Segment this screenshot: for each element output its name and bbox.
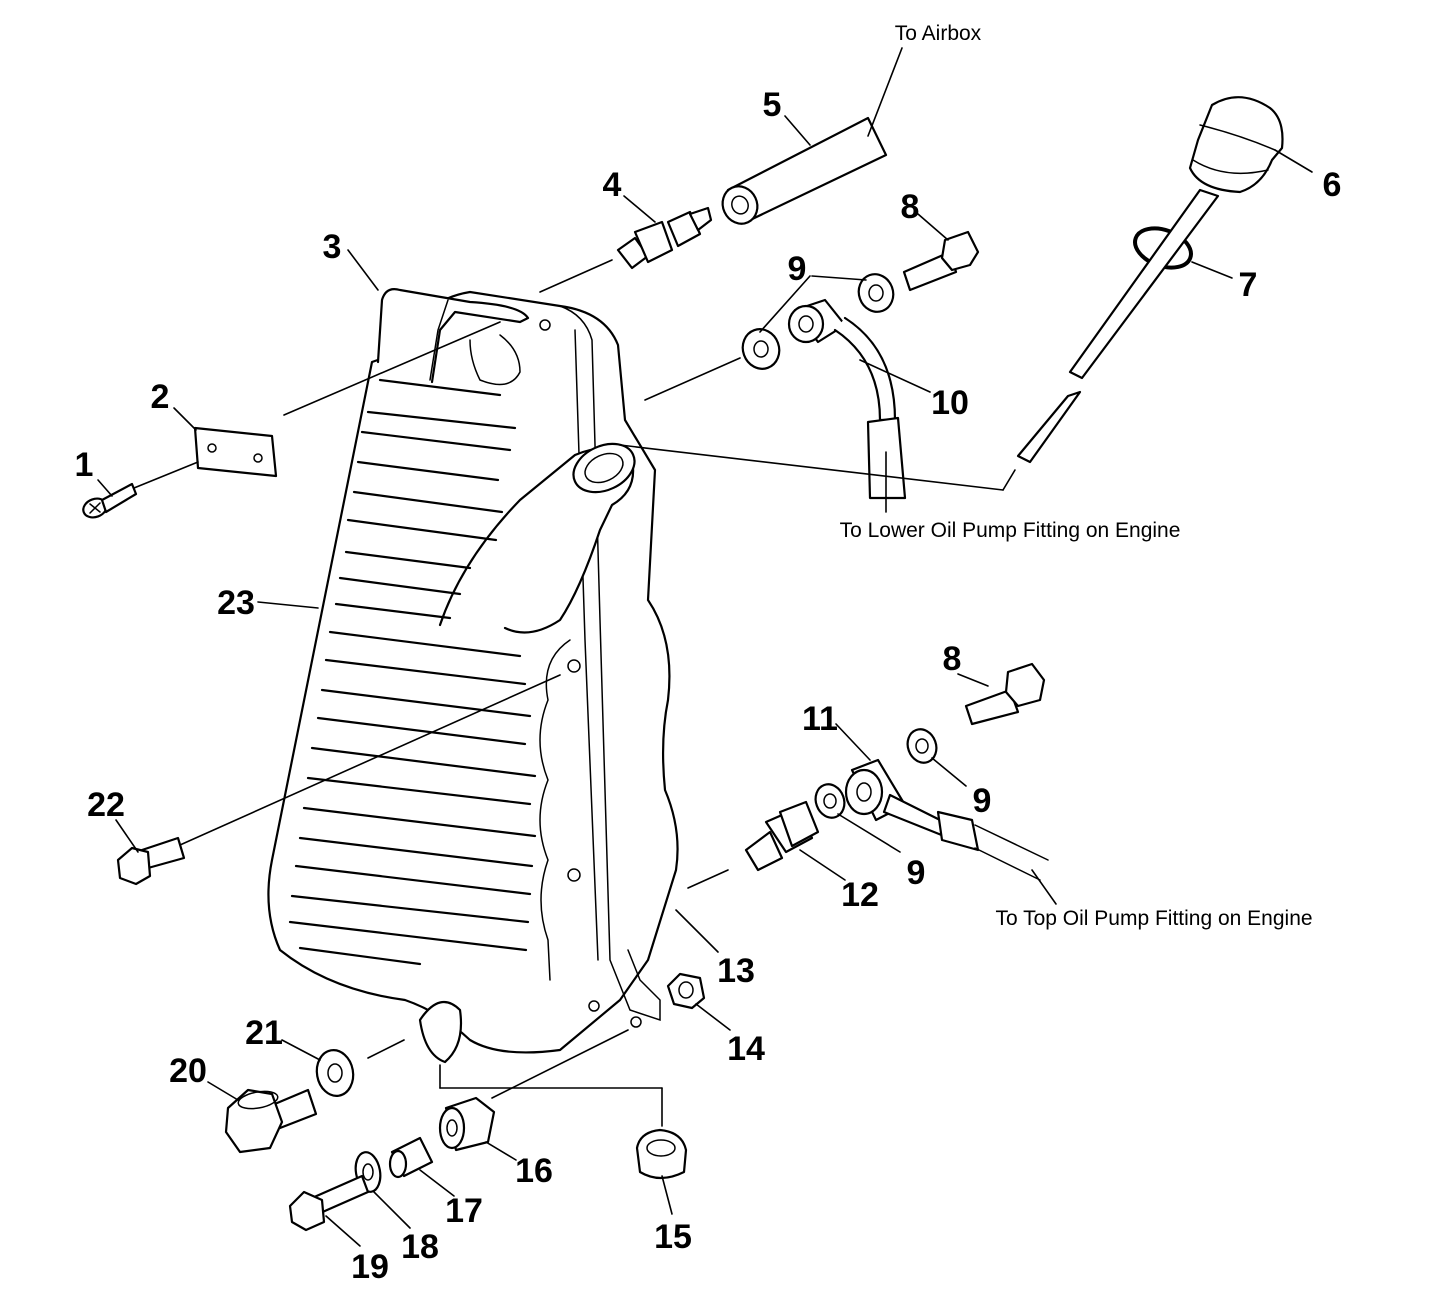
note-lower-pump: To Lower Oil Pump Fitting on Engine — [840, 519, 1181, 542]
bolt-8-upper — [902, 230, 980, 292]
callout-labels: 1 2 3 4 5 6 7 8 9 10 8 11 9 9 12 13 14 1… — [75, 86, 1342, 1286]
callout-11: 11 — [802, 700, 838, 738]
bracket-2 — [193, 426, 278, 478]
callout-13: 13 — [717, 952, 755, 990]
callout-18: 18 — [401, 1228, 439, 1266]
callout-3: 3 — [323, 228, 342, 266]
callout-10: 10 — [931, 384, 969, 422]
callout-6: 6 — [1323, 166, 1342, 204]
banjo-fitting-11 — [844, 758, 1049, 881]
bolt-19 — [288, 1174, 370, 1232]
callout-5: 5 — [763, 86, 782, 124]
callout-4: 4 — [603, 166, 622, 204]
callout-9-right: 9 — [973, 782, 992, 820]
bolt-22 — [116, 836, 186, 886]
routing-notes: To Airbox To Lower Oil Pump Fitting on E… — [840, 22, 1313, 930]
callout-14: 14 — [727, 1030, 765, 1068]
sensor-12 — [744, 800, 820, 872]
callout-17: 17 — [445, 1192, 483, 1230]
callout-23: 23 — [217, 584, 255, 622]
callout-16: 16 — [515, 1152, 553, 1190]
grommet-15 — [635, 1128, 688, 1180]
bolt-20 — [224, 1088, 318, 1154]
callout-8-upper: 8 — [901, 188, 920, 226]
washers-9 — [741, 273, 938, 819]
assembly-lines — [133, 259, 1016, 1127]
callout-21: 21 — [245, 1014, 283, 1052]
callout-19: 19 — [351, 1248, 389, 1286]
banjo-fitting-10 — [787, 298, 907, 500]
note-top-pump: To Top Oil Pump Fitting on Engine — [995, 907, 1312, 930]
hose-5 — [721, 116, 888, 225]
bolt-8-lower — [964, 662, 1046, 726]
callout-20: 20 — [169, 1052, 207, 1090]
leader-lines — [97, 47, 1313, 1247]
note-to-airbox: To Airbox — [895, 22, 982, 45]
screw-1 — [82, 482, 138, 519]
nut-14 — [666, 972, 706, 1010]
callout-2: 2 — [151, 378, 170, 416]
bushing-16 — [438, 1096, 496, 1152]
callout-8-lower: 8 — [943, 640, 962, 678]
dipstick-cap-6 — [1188, 96, 1284, 194]
callout-1: 1 — [75, 446, 94, 484]
callout-9-upper: 9 — [788, 250, 807, 288]
dipstick-7 — [1016, 188, 1220, 464]
callout-7: 7 — [1239, 266, 1258, 304]
washer-21 — [315, 1049, 355, 1097]
callout-12: 12 — [841, 876, 879, 914]
spacer-17 — [388, 1136, 434, 1179]
callout-22: 22 — [87, 786, 125, 824]
callout-15: 15 — [654, 1218, 692, 1256]
fitting-4 — [616, 206, 713, 270]
oil-tank — [267, 288, 679, 1064]
callout-9-lower: 9 — [907, 854, 926, 892]
